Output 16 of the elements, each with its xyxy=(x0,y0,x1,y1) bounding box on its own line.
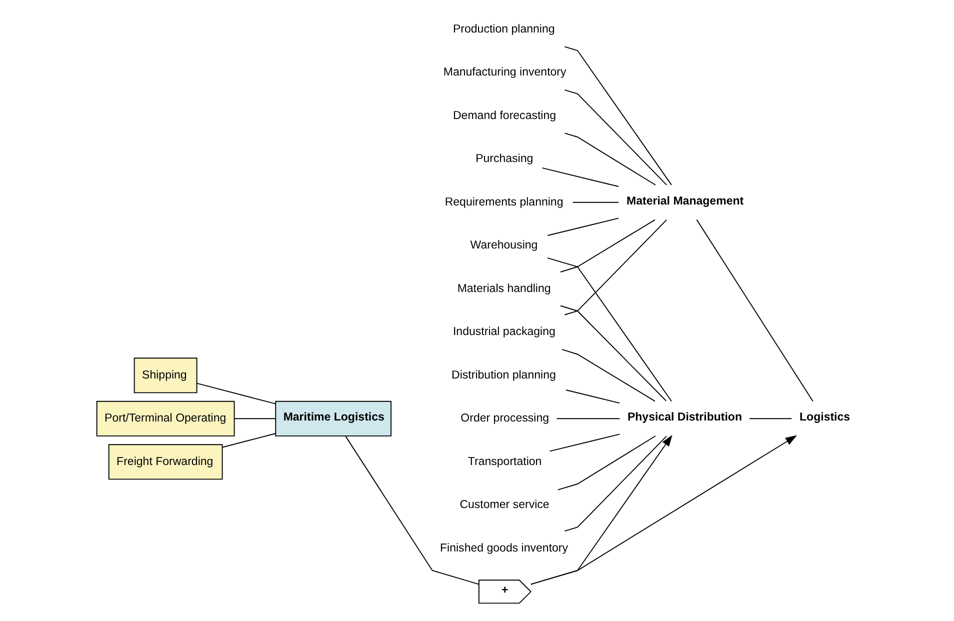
node-text: Finished goods inventory xyxy=(440,542,568,554)
node-text: Warehousing xyxy=(470,240,538,252)
node-text: Logistics xyxy=(799,412,850,424)
node-text: Requirements planning xyxy=(444,196,563,208)
node-text: Materials handling xyxy=(456,282,550,295)
node-text: Physical Distribution xyxy=(626,412,742,424)
node-text: Manufacturing inventory xyxy=(442,66,566,79)
node-text: Demand forecasting xyxy=(452,110,556,122)
node-text: Transportation xyxy=(467,456,542,468)
node-text: Customer service xyxy=(459,499,549,512)
node-text: Industrial packaging xyxy=(452,326,555,338)
node-text: Material Management xyxy=(626,195,744,208)
node-text: Distribution planning xyxy=(451,369,556,382)
node-text: Production planning xyxy=(452,23,554,36)
node-text: Order processing xyxy=(460,412,549,425)
node-text: Purchasing xyxy=(475,153,533,166)
